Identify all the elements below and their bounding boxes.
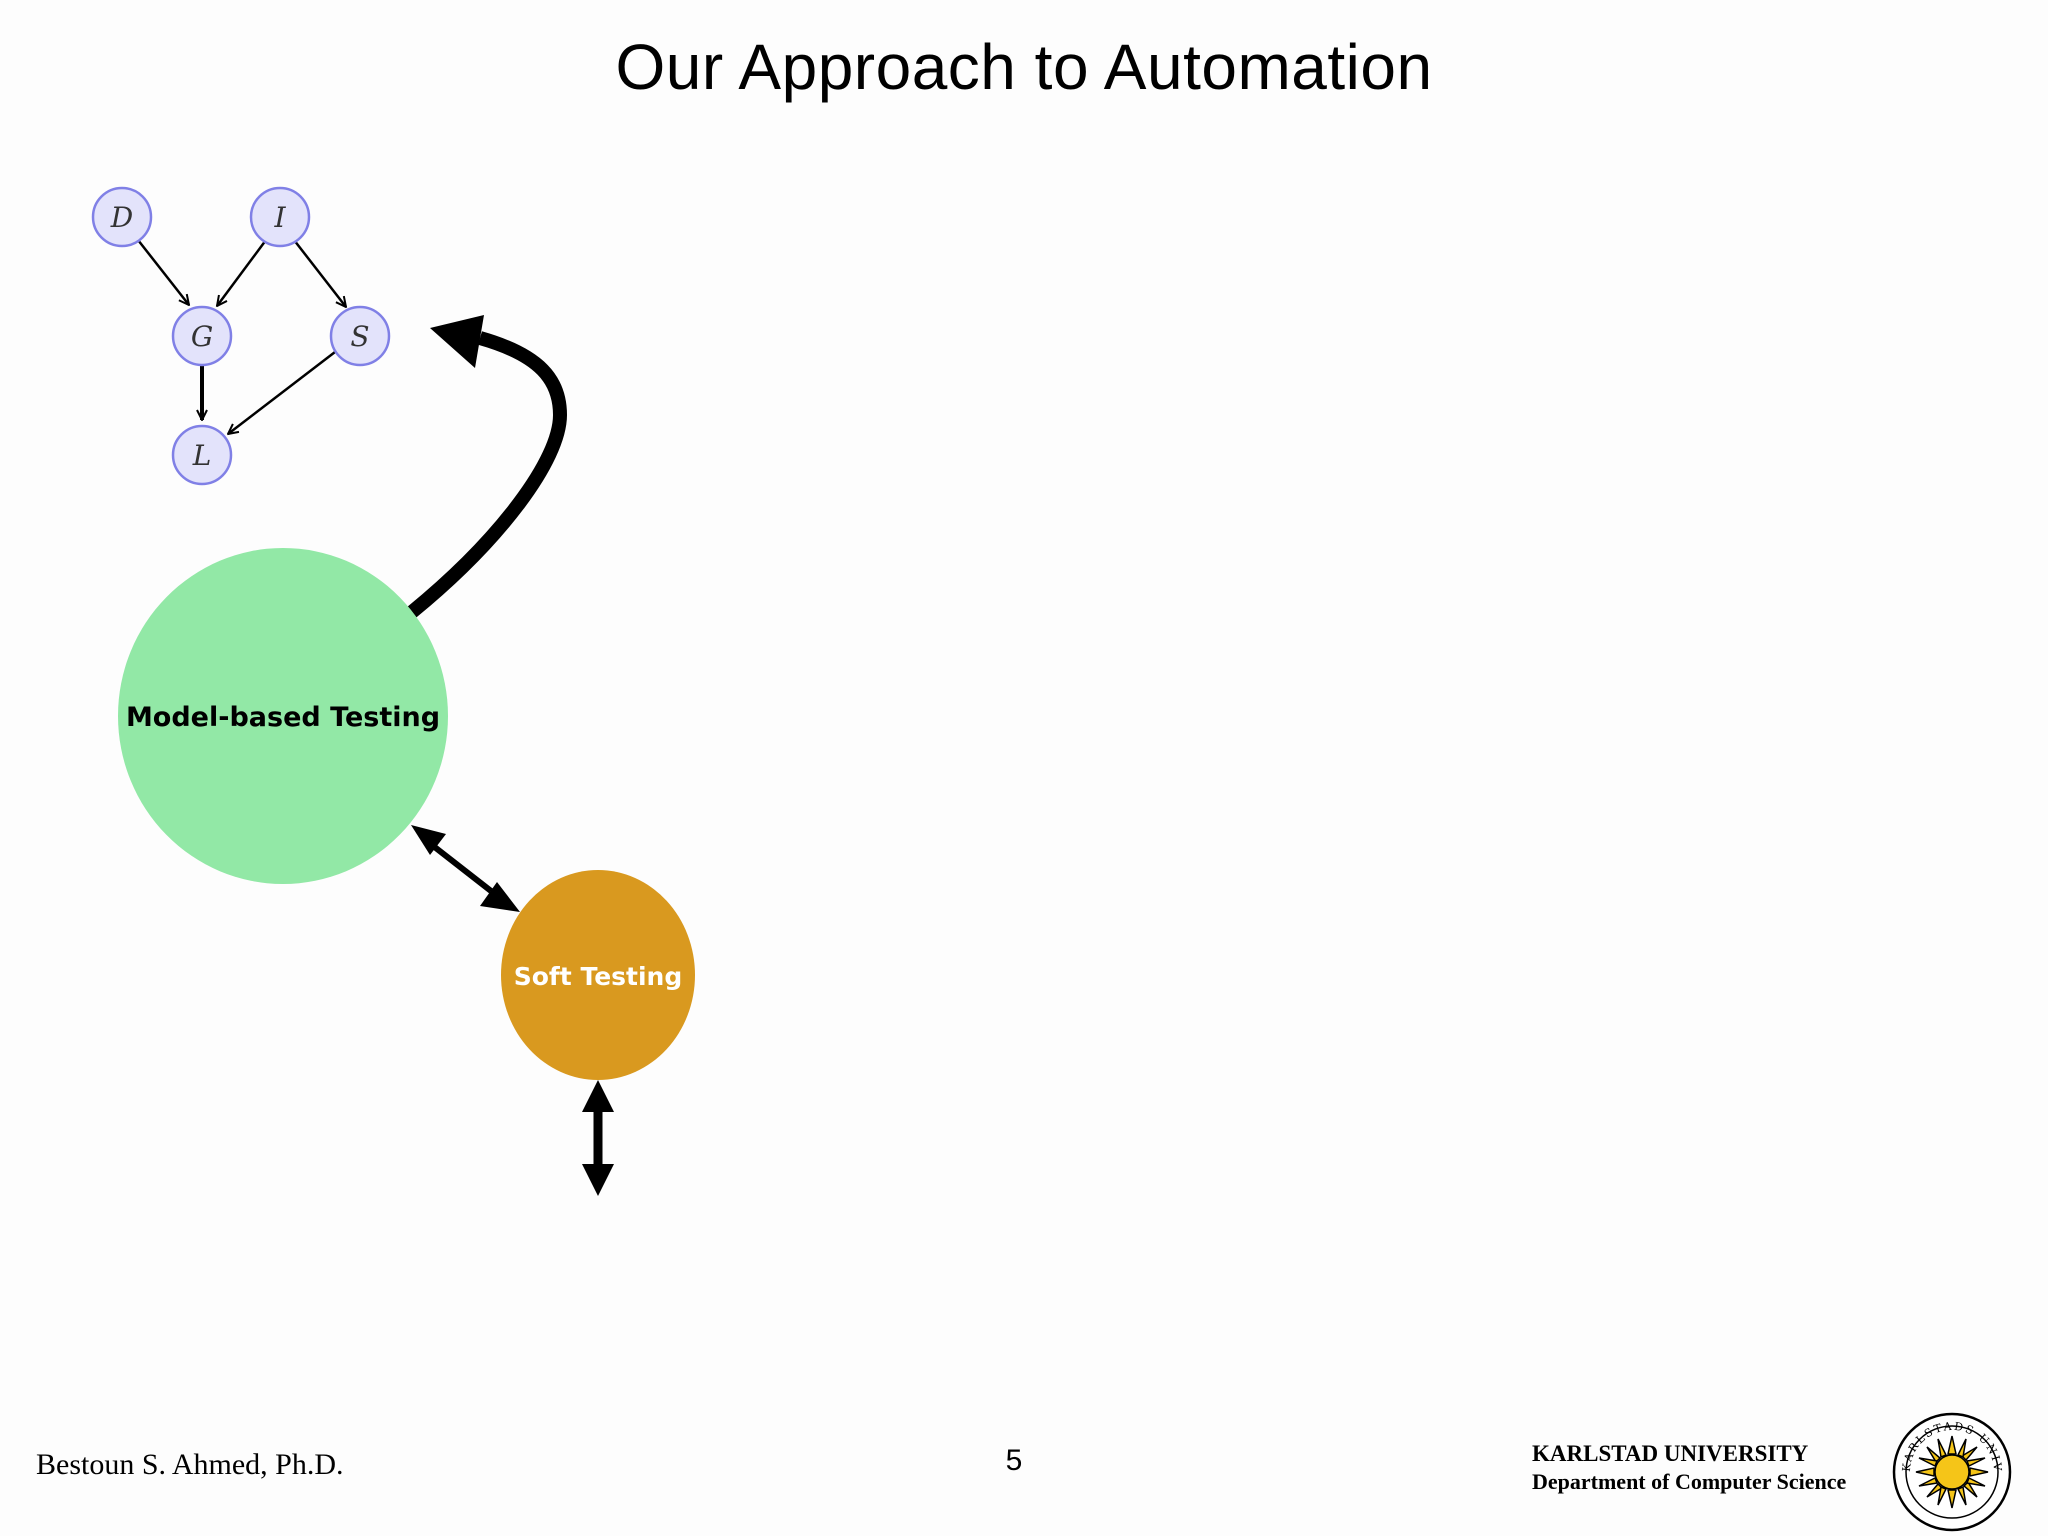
model-based-testing-bubble: Model-based Testing [118, 548, 448, 884]
edge-s-l [228, 351, 336, 434]
page-number: 5 [1005, 1444, 1023, 1477]
footer-affiliation: KARLSTAD UNIVERSITY Department of Comput… [1532, 1440, 1846, 1496]
soft-testing-bubble: Soft Testing [501, 870, 695, 1080]
sun-icon [1915, 1435, 1989, 1509]
graph-node-l: L [171, 424, 233, 486]
university-seal-icon: KARLSTADS UNIVERSITET [1890, 1410, 2012, 1532]
graph-node-g: G [171, 305, 233, 367]
model-based-testing-label: Model-based Testing [126, 702, 440, 733]
slide-title: Our Approach to Automation [615, 31, 1433, 103]
graph-node-label: G [191, 320, 213, 353]
graph-edges [137, 239, 346, 434]
footer-author: Bestoun S. Ahmed, Ph.D. [36, 1448, 344, 1481]
graph-node-label: D [110, 201, 133, 234]
department-name: Department of Computer Science [1532, 1469, 1847, 1494]
university-name: KARLSTAD UNIVERSITY [1532, 1441, 1809, 1466]
edge-i-s [293, 239, 346, 307]
graph-node-s: S [329, 305, 391, 367]
double-arrow-vertical [582, 1080, 614, 1196]
graph-node-i: I [249, 186, 311, 248]
edge-i-g [217, 239, 268, 306]
graph-node-label: S [350, 320, 369, 353]
edge-d-g [137, 239, 189, 305]
graph-node-label: L [192, 439, 212, 472]
graph-node-d: D [91, 186, 153, 248]
graph-node-label: I [273, 201, 286, 234]
curved-arrow [407, 315, 568, 618]
double-arrow-diagonal [411, 825, 520, 912]
soft-testing-label: Soft Testing [514, 962, 683, 991]
